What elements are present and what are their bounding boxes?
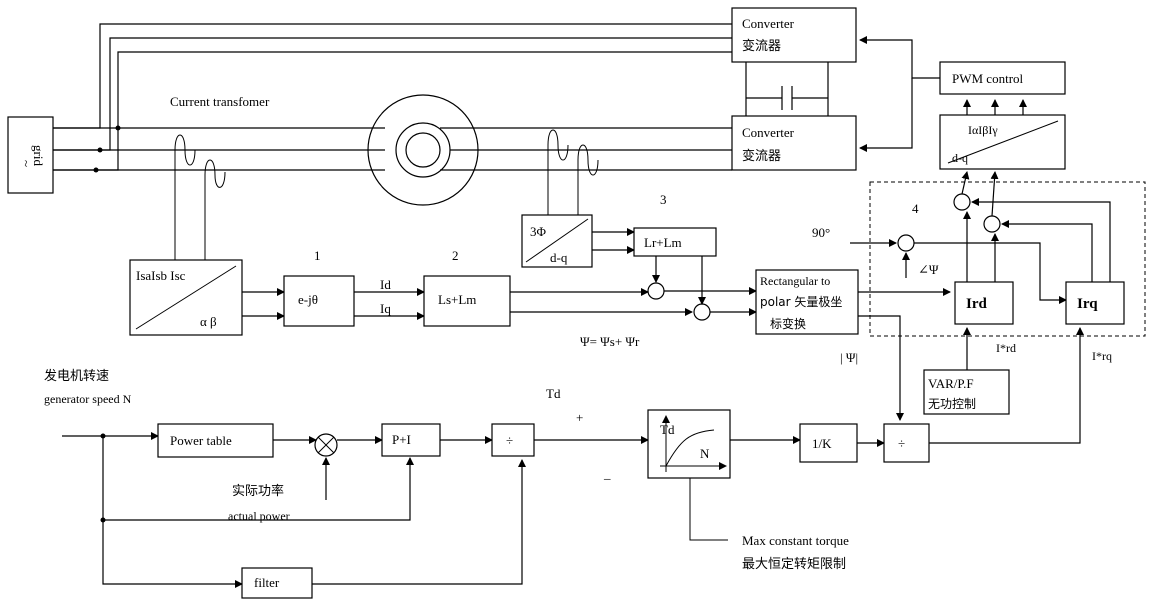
ninety-degree-label: 90° [812, 225, 830, 240]
speed-label-en: generator speed N [44, 392, 132, 406]
var-pf-line1: VAR/P.F [928, 376, 974, 391]
max-torque-en: Max constant torque [742, 533, 849, 548]
converter-bottom [731, 115, 857, 171]
rect-polar-line3: 标变换 [770, 316, 806, 331]
torque-curve [665, 429, 715, 467]
irq-ref-label: I*rq [1092, 349, 1112, 363]
torque-box-n: N [700, 446, 710, 461]
actual-power-cn: 实际功率 [232, 483, 284, 499]
clarke-top: IsaIsb Isc [136, 268, 186, 283]
ls-lm-label: Ls+Lm [438, 292, 476, 307]
ird-box [954, 281, 1014, 325]
pwm-to-converter-bottom [859, 78, 913, 152]
divider-1-label: ÷ [506, 433, 513, 448]
number-1: 1 [314, 248, 321, 263]
dq-transform-top: IαIβIγ [968, 123, 998, 137]
converter-top-line2: 变流器 [742, 38, 781, 54]
actual-power-en: actual power [228, 509, 290, 523]
grid-symbol: ~ [19, 160, 34, 167]
psi-equation: Ψ= Ψs+ Ψr [580, 334, 640, 349]
pi-controller-label: P+I [392, 432, 411, 447]
phase-line-a-top [53, 23, 732, 129]
rotation-box [283, 275, 355, 327]
minus-sign: _ [603, 466, 611, 481]
max-torque-cn: 最大恒定转矩限制 [742, 557, 846, 572]
grid-box [7, 116, 54, 194]
ct-wave-1 [174, 134, 196, 260]
three-phase-bottom: d-q [550, 250, 568, 265]
inverse-transform-region [869, 181, 1146, 337]
converter-top-line1: Converter [742, 16, 795, 31]
generator-rotor-inner [405, 132, 441, 168]
divider-box-1 [491, 423, 535, 457]
var-pf-line2: 无功控制 [928, 397, 976, 411]
plus-sign: + [576, 410, 583, 425]
torque-limit-box [647, 409, 731, 479]
ls-lm-box [423, 275, 511, 327]
ird-ref-label: I*rd [996, 341, 1016, 355]
sum-node-b [983, 215, 1001, 233]
sum-node-psi-q [693, 303, 711, 321]
sum-node-a [953, 193, 971, 211]
speed-label-cn: 发电机转速 [44, 368, 109, 384]
pwm-control-label: PWM control [952, 71, 1024, 86]
divider-2-label: ÷ [898, 436, 905, 451]
converter-bottom-line1: Converter [742, 125, 795, 140]
sum-node-psi-d [647, 282, 665, 300]
grid-label: grid [31, 145, 46, 166]
pwm-to-converter-top [859, 36, 940, 79]
pi-controller-box [381, 423, 441, 457]
var-pf-box [923, 369, 1010, 415]
lr-lm-box [633, 227, 717, 257]
power-table-label: Power table [170, 433, 232, 448]
ird-label: Ird [966, 296, 987, 312]
rect-to-polar-box [755, 269, 859, 335]
k-gain-box [799, 423, 858, 463]
lr-lm-label: Lr+Lm [644, 235, 682, 250]
pwm-control-box [939, 61, 1066, 95]
number-3: 3 [660, 192, 667, 207]
irq-label: Irq [1077, 296, 1098, 312]
td-label: Td [546, 386, 561, 401]
converter-top [731, 7, 857, 63]
psi-magnitude-label: | Ψ| [840, 350, 858, 365]
three-phase-top: 3Φ [530, 224, 547, 239]
multiplier-node [314, 433, 338, 457]
irq-box [1065, 281, 1125, 325]
rotation-label: e-jθ [298, 292, 318, 307]
id-label: Id [380, 277, 391, 292]
rect-polar-line1: Rectangular to [760, 274, 830, 288]
rotor-ct-wave-1 [547, 129, 569, 215]
ct-wave-2 [204, 159, 226, 260]
phase-line-b-top [53, 37, 732, 151]
rotor-ct-wave-2 [577, 144, 599, 215]
power-table-box [157, 423, 274, 458]
sum-node-angle [897, 234, 915, 252]
number-4: 4 [912, 201, 919, 216]
filter-box [241, 567, 313, 599]
k-gain-label: 1/K [812, 436, 832, 451]
clarke-bottom: α β [200, 314, 217, 329]
torque-box-td: Td [660, 422, 675, 437]
generator-rotor-outer [395, 122, 451, 178]
iq-label: Iq [380, 301, 391, 316]
phase-line-c-top [53, 51, 732, 171]
converter-bottom-line2: 变流器 [742, 148, 781, 164]
dq-transform-bottom: d-q [952, 151, 968, 165]
current-transformer-label: Current transfomer [170, 94, 270, 109]
number-2: 2 [452, 248, 459, 263]
angle-psi-label: ∠Ψ [918, 262, 939, 277]
filter-label: filter [254, 575, 280, 590]
rect-polar-line2: polar 矢量极坐 [760, 295, 842, 309]
divider-box-2 [883, 423, 930, 463]
